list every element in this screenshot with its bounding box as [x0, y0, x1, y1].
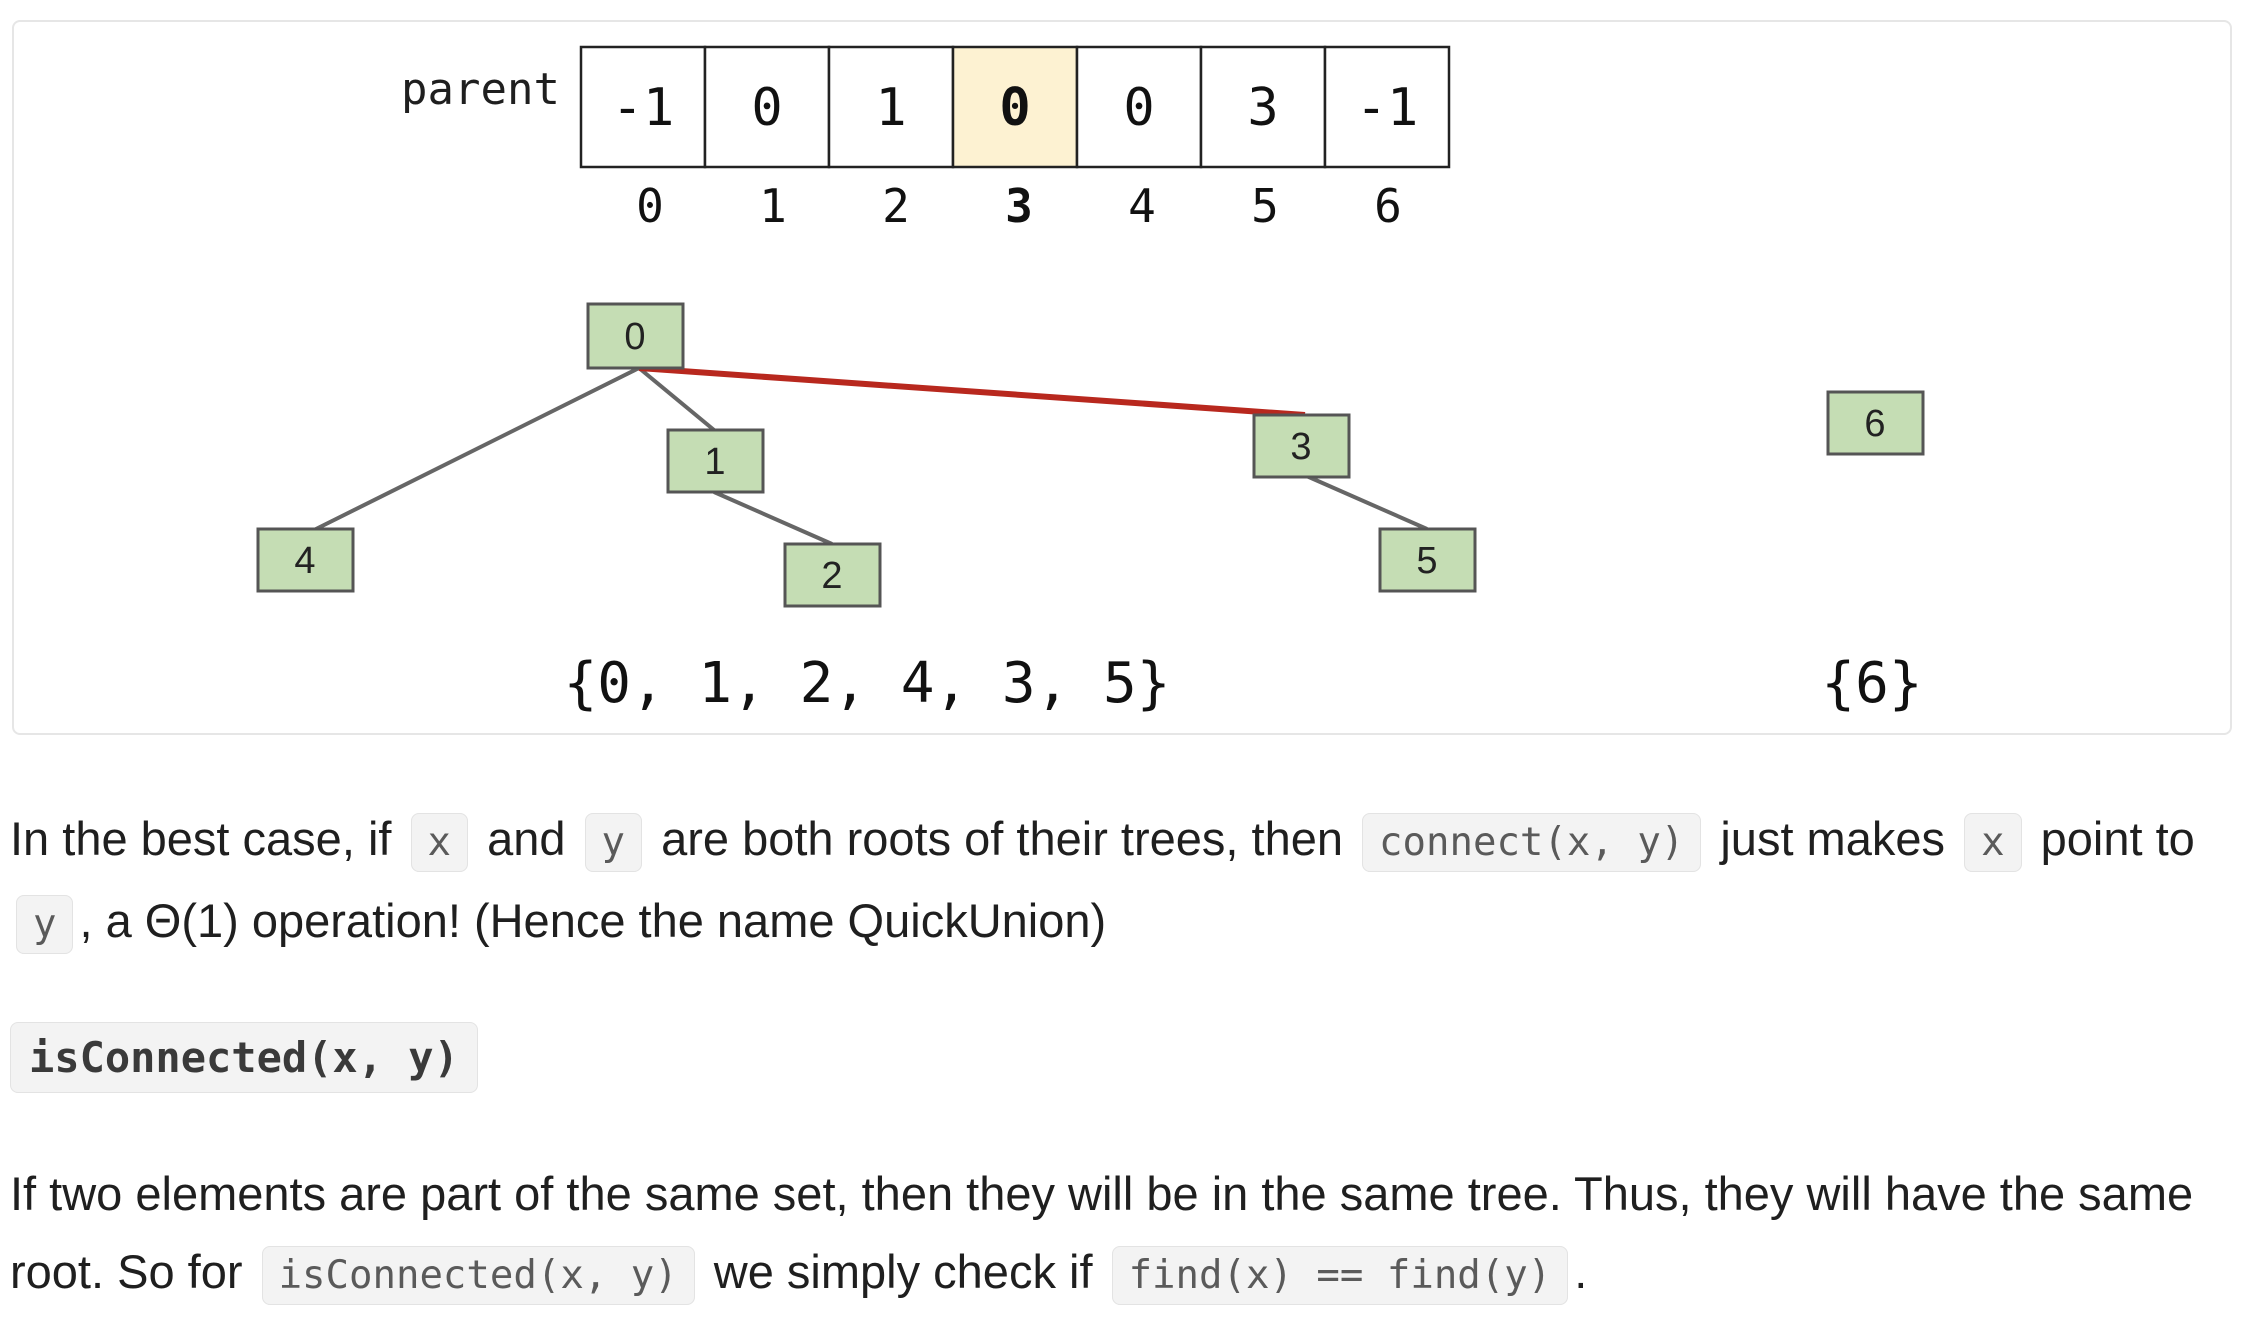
array-index-2: 2 [882, 179, 910, 233]
code-isconnected: isConnected(x, y) [261, 1246, 695, 1305]
array-cell-4 [1075, 45, 1203, 169]
code-x-2: x [1964, 813, 2022, 872]
node-label-6: 6 [1864, 403, 1885, 445]
array-index-6: 6 [1374, 179, 1402, 233]
node-6 [1826, 390, 1925, 456]
para1-text-3: are both roots of their trees, then [661, 812, 1343, 865]
isconnected-paragraph: If two elements are part of the same set… [10, 1155, 2246, 1315]
array-value-3: 0 [999, 78, 1030, 138]
edge-0-4 [305, 366, 640, 536]
node-4 [256, 527, 355, 593]
code-y-2: y [16, 895, 74, 954]
array-value-0: -1 [612, 78, 675, 138]
array-value-2: 1 [875, 78, 906, 138]
para1-text-4: just makes [1720, 812, 1945, 865]
set-label-left: {0, 1, 2, 4, 3, 5} [564, 651, 1171, 716]
para1-text-5: point to [2040, 812, 2195, 865]
tree-nodes [256, 302, 1925, 608]
array-cell-2 [827, 45, 955, 169]
array-index-3: 3 [1005, 179, 1033, 233]
array-index-5: 5 [1251, 179, 1279, 233]
new-edge-3-to-0 [638, 365, 1306, 418]
parent-array: -1 0 1 0 0 3 -1 0 1 2 3 4 5 6 [579, 45, 1451, 233]
node-1 [666, 428, 765, 494]
node-3 [1252, 413, 1351, 479]
isconnected-heading: isConnected(x, y) [10, 1022, 478, 1093]
code-y: y [584, 813, 643, 872]
array-cell-5 [1199, 45, 1327, 169]
para1-text-6: , a Θ(1) operation! (Hence the name Quic… [79, 894, 1107, 947]
array-label: parent [401, 64, 560, 115]
para2-text-1: If two elements are part of the same set… [10, 1167, 2194, 1298]
quick-union-figure: parent -1 0 1 0 0 3 -1 0 1 2 [12, 20, 2232, 735]
code-connect: connect(x, y) [1362, 813, 1702, 872]
node-label-5: 5 [1416, 540, 1437, 582]
node-label-1: 1 [704, 441, 725, 483]
tree-edges [305, 366, 1428, 546]
array-index-0: 0 [636, 179, 664, 233]
para1-text-1: In the best case, if [10, 812, 392, 865]
array-index-4: 4 [1128, 179, 1156, 233]
edge-3-5 [1301, 472, 1428, 531]
para2-text-2: we simply check if [713, 1245, 1093, 1298]
para2-text-3: . [1574, 1245, 1588, 1298]
code-find-compare: find(x) == find(y) [1111, 1246, 1569, 1305]
array-cell-6 [1323, 45, 1451, 169]
node-label-2: 2 [821, 555, 842, 597]
array-cell-0 [579, 45, 707, 169]
para1-text-2: and [487, 812, 566, 865]
array-cell-1 [703, 45, 831, 169]
array-value-5: 3 [1247, 78, 1278, 138]
node-label-3: 3 [1290, 426, 1311, 468]
set-label-right: {6} [1821, 651, 1922, 716]
best-case-paragraph: In the best case, if x and y are both ro… [10, 800, 2246, 964]
array-value-4: 0 [1123, 78, 1154, 138]
node-2 [783, 542, 882, 608]
node-label-4: 4 [294, 540, 315, 582]
node-label-0: 0 [624, 316, 645, 358]
quick-union-diagram: parent -1 0 1 0 0 3 -1 0 1 2 [256, 45, 1925, 716]
node-0 [586, 302, 685, 370]
edge-1-2 [713, 490, 833, 546]
array-value-6: -1 [1356, 78, 1419, 138]
array-value-1: 0 [751, 78, 782, 138]
array-index-1: 1 [759, 179, 787, 233]
edge-0-1 [637, 366, 716, 432]
code-x: x [410, 813, 468, 872]
node-5 [1378, 527, 1477, 593]
